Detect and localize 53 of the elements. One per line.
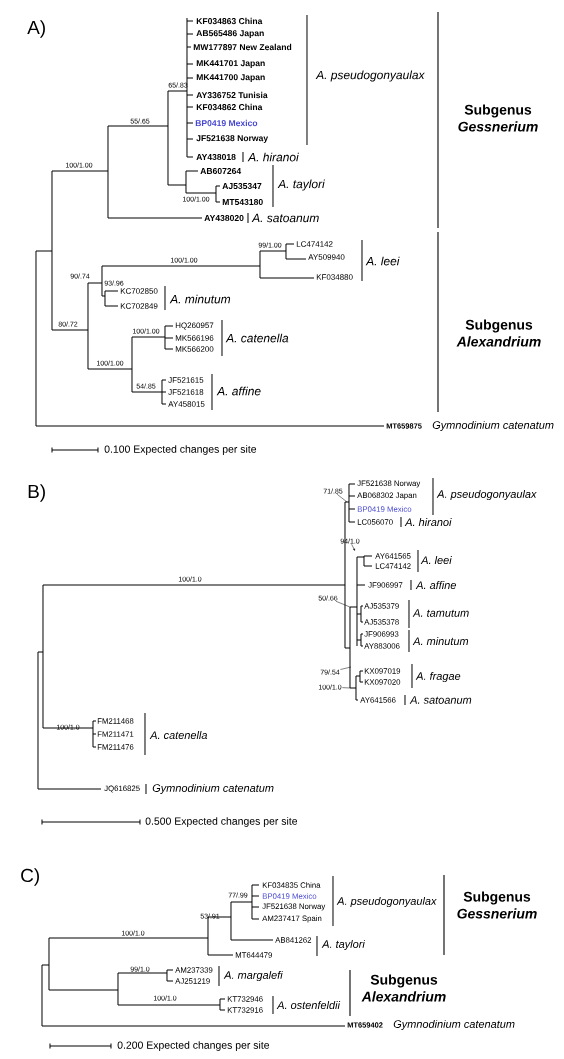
species-label: A. affine [216, 386, 261, 396]
subgenus-label: Subgenus Gessnerium [457, 891, 537, 919]
leader-line [340, 666, 352, 670]
subgenus-label: Subgenus Gessnerium [458, 104, 538, 132]
sequence-label: KF034863 China [196, 17, 263, 25]
scale-label: 0.100 Expected changes per site [104, 445, 257, 455]
species-label: A. leei [365, 256, 400, 266]
subgenus-label: Subgenus Alexandrium [361, 974, 446, 1002]
subgenus-label: Subgenus Alexandrium [456, 319, 541, 347]
species-label: A. fragae [415, 671, 461, 683]
leader-line [336, 494, 348, 503]
sequence-label: MW177897 New Zealand [193, 43, 292, 51]
sequence-label: KF034862 China [196, 103, 263, 111]
sequence-label: MT543180 [222, 198, 263, 206]
species-label: Gymnodinium catenatum [393, 1019, 515, 1031]
sequence-label: AB607264 [200, 168, 242, 175]
species-label: A. leei [420, 556, 452, 565]
species-label: A. affine [415, 581, 456, 590]
species-label: A. taylori [277, 179, 325, 191]
species-label: A. taylori [321, 939, 366, 951]
species-label: A. minutum [169, 294, 231, 304]
scale-label: 0.200 Expected changes per site [117, 1041, 270, 1051]
species-label: A. satoanum [251, 213, 319, 223]
sequence-label: BP0419 Mexico [195, 119, 258, 127]
panel-label: B) [28, 484, 45, 502]
sequence-label: AY438018 [196, 153, 236, 161]
species-label: A. ostenfeldii [276, 1001, 341, 1010]
sequence-label: JF521638 Norway [196, 135, 269, 143]
species-label: A. margalefi [223, 970, 283, 982]
leader-line [351, 544, 355, 551]
leader-line [342, 687, 351, 689]
species-label: A. satoanum [409, 696, 472, 704]
panel-label: C) [21, 868, 39, 886]
species-label: A. hiranoi [247, 152, 299, 162]
species-label: A. pseudogonyaulax [315, 70, 425, 82]
species-label: A. pseudogonyaulax [436, 489, 537, 501]
species-label: A. catenella [225, 333, 289, 343]
species-label: Gymnodinium catenatum [432, 420, 554, 432]
species-label: A. hiranoi [404, 518, 452, 527]
scale-label: 0.500 Expected changes per site [145, 817, 298, 827]
species-label: Gymnodinium catenatum [152, 783, 274, 795]
sequence-label: AY438020 [204, 214, 244, 222]
species-label: A. tamutum [412, 609, 469, 617]
sequence-label: MK441701 Japan [196, 60, 265, 68]
sequence-label: AJ535347 [222, 182, 262, 190]
sequence-label: MK441700 Japan [196, 74, 265, 82]
species-label: A. pseudogonyaulax [336, 896, 437, 908]
panel-label: A) [27, 20, 45, 38]
species-label: A. minutum [412, 637, 469, 646]
species-label: A. catenella [149, 731, 208, 740]
sequence-label: AB565486 Japan [196, 30, 264, 38]
leader-line [335, 601, 351, 608]
sequence-label: AY336752 Tunisia [196, 91, 268, 99]
